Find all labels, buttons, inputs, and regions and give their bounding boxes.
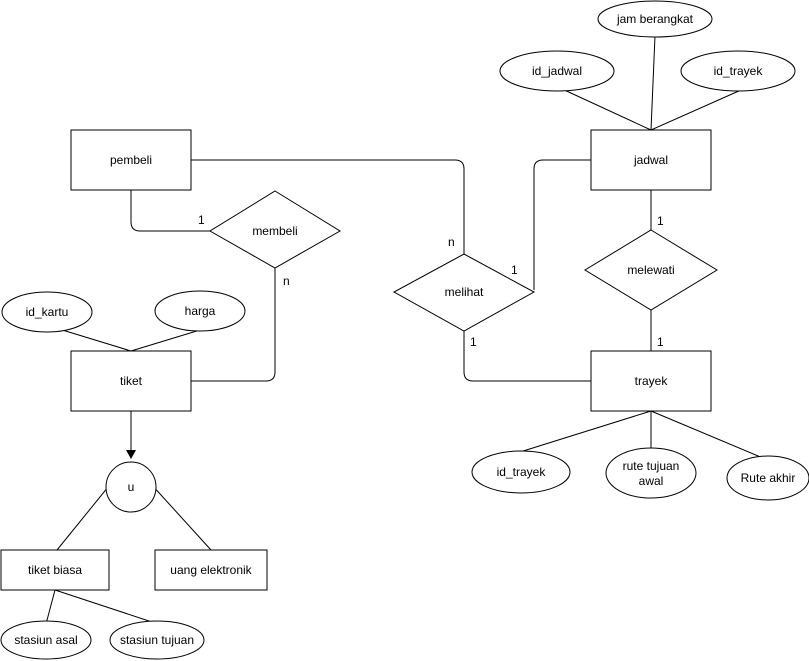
edge-jadwal-id-jadwal bbox=[559, 87, 652, 131]
entity-trayek-label: trayek bbox=[635, 374, 669, 388]
cardinality-membeli-tiket: n bbox=[283, 274, 290, 288]
attribute-jam-berangkat[interactable]: jam berangkat bbox=[597, 0, 713, 38]
edge-jadwal-jam-berangkat bbox=[650, 35, 656, 131]
connectors bbox=[45, 35, 764, 625]
entity-pembeli-label: pembeli bbox=[110, 153, 152, 167]
attribute-id-kartu[interactable]: id_kartu bbox=[1, 291, 93, 333]
entity-tiket-biasa[interactable]: tiket biasa bbox=[0, 549, 110, 591]
attribute-stasiun-tujuan-label: stasiun tujuan bbox=[120, 633, 194, 647]
relationship-melihat-label: melihat bbox=[445, 285, 484, 299]
attribute-id-trayek[interactable]: id_trayek bbox=[471, 450, 571, 494]
entity-tiket-label: tiket bbox=[120, 374, 143, 388]
edge-membeli-tiket bbox=[191, 268, 276, 382]
edge-melihat-jadwal bbox=[533, 159, 591, 290]
entity-tiket[interactable]: tiket bbox=[70, 350, 192, 412]
specialization-union-circle[interactable]: u bbox=[105, 461, 157, 513]
attribute-rute-tujuan-awal-label-line2: awal bbox=[639, 474, 664, 488]
attribute-stasiun-asal-label: stasiun asal bbox=[14, 633, 77, 647]
cardinality-jadwal-melihat: 1 bbox=[511, 263, 518, 277]
attribute-id-trayek-jadwal-label: id_trayek bbox=[714, 64, 764, 78]
edge-tiket-biasa-stasiun-tujuan bbox=[54, 589, 153, 623]
attribute-rute-akhir[interactable]: Rute akhir bbox=[726, 455, 809, 501]
edge-trayek-rute-akhir bbox=[650, 410, 764, 459]
relationship-melihat[interactable]: melihat bbox=[392, 253, 536, 332]
cardinalities: 1 n n 1 1 1 1 bbox=[198, 213, 664, 349]
attribute-id-trayek-label: id_trayek bbox=[497, 465, 547, 479]
cardinality-pembeli-membeli: 1 bbox=[198, 213, 205, 227]
attribute-id-jadwal[interactable]: id_jadwal bbox=[499, 50, 615, 92]
attribute-jam-berangkat-label: jam berangkat bbox=[616, 12, 694, 26]
edge-tiket-id-kartu bbox=[58, 328, 132, 352]
cardinality-trayek-melewati: 1 bbox=[657, 335, 664, 349]
edge-tiket-harga bbox=[130, 329, 201, 352]
attribute-stasiun-tujuan[interactable]: stasiun tujuan bbox=[109, 620, 205, 660]
entity-uang-elektronik-label: uang elektronik bbox=[170, 563, 252, 577]
edge-pembeli-melihat bbox=[191, 159, 465, 254]
cardinality-pembeli-melihat: n bbox=[448, 235, 455, 249]
relationship-melewati[interactable]: melewati bbox=[584, 229, 718, 311]
attribute-stasiun-asal[interactable]: stasiun asal bbox=[0, 620, 92, 660]
relationship-melewati-label: melewati bbox=[627, 263, 674, 277]
edge-melihat-trayek bbox=[463, 331, 591, 382]
entity-tiket-biasa-label: tiket biasa bbox=[28, 563, 82, 577]
entity-jadwal-label: jadwal bbox=[633, 153, 668, 167]
edge-jadwal-id-trayek bbox=[650, 89, 742, 131]
edge-tiket-biasa-stasiun-asal bbox=[45, 589, 56, 625]
attribute-id-kartu-label: id_kartu bbox=[26, 305, 69, 319]
specialization-union-label: u bbox=[128, 480, 135, 494]
edge-trayek-id-trayek bbox=[519, 410, 652, 453]
attribute-id-trayek-jadwal[interactable]: id_trayek bbox=[680, 50, 796, 92]
cardinality-jadwal-melewati: 1 bbox=[657, 214, 664, 228]
entity-trayek[interactable]: trayek bbox=[590, 350, 712, 412]
entity-pembeli[interactable]: pembeli bbox=[70, 129, 192, 191]
cardinality-trayek-melihat: 1 bbox=[470, 335, 477, 349]
relationship-membeli[interactable]: membeli bbox=[209, 190, 341, 269]
attribute-rute-tujuan-awal[interactable]: rute tujuan awal bbox=[605, 447, 697, 499]
relationship-membeli-label: membeli bbox=[252, 224, 297, 238]
entity-uang-elektronik[interactable]: uang elektronik bbox=[154, 549, 268, 591]
attribute-harga-label: harga bbox=[185, 304, 216, 318]
attribute-rute-akhir-label: Rute akhir bbox=[741, 471, 796, 485]
attribute-rute-tujuan-awal-label-line1: rute tujuan bbox=[623, 459, 680, 473]
edge-pembeli-membeli bbox=[130, 190, 210, 232]
entity-jadwal[interactable]: jadwal bbox=[590, 129, 712, 191]
attribute-harga[interactable]: harga bbox=[154, 290, 246, 332]
edge-union-uang-elektronik bbox=[150, 483, 212, 551]
attribute-id-jadwal-label: id_jadwal bbox=[532, 64, 582, 78]
